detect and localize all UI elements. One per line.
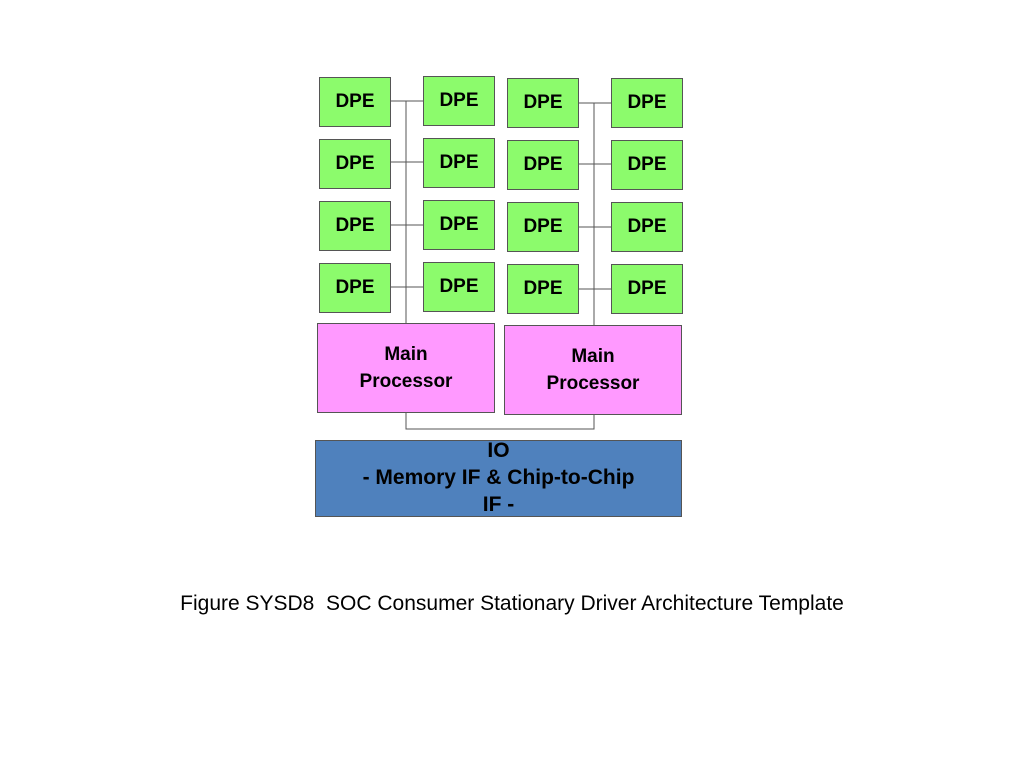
main-processor-right: Main Processor [504, 325, 682, 415]
dpe-left-r3-c1: DPE [319, 201, 391, 251]
main-processor-left: Main Processor [317, 323, 495, 413]
dpe-right-r3-c2: DPE [611, 202, 683, 252]
io-line3: IF - [482, 493, 515, 516]
processor-left-line2: Processor [359, 371, 453, 392]
dpe-left-r1-c2: DPE [423, 76, 495, 126]
dpe-right-r4-c2: DPE [611, 264, 683, 314]
dpe-right-r3-c1: DPE [507, 202, 579, 252]
dpe-left-r3-c2: DPE [423, 200, 495, 250]
dpe-left-r4-c1: DPE [319, 263, 391, 313]
processor-right-line2: Processor [546, 373, 640, 394]
processor-left-line1: Main [384, 344, 428, 365]
io-block: IO - Memory IF & Chip-to-Chip IF - [315, 439, 682, 517]
dpe-left-r2-c1: DPE [319, 139, 391, 189]
io-title: IO [487, 439, 510, 462]
dpe-right-r1-c1: DPE [507, 78, 579, 128]
processor-right-line1: Main [571, 346, 615, 367]
dpe-right-r4-c1: DPE [507, 264, 579, 314]
dpe-right-r2-c2: DPE [611, 140, 683, 190]
dpe-right-r1-c2: DPE [611, 78, 683, 128]
dpe-left-r2-c2: DPE [423, 138, 495, 188]
dpe-right-r2-c1: DPE [507, 140, 579, 190]
figure-caption: Figure SYSD8 SOC Consumer Stationary Dri… [180, 592, 844, 615]
dpe-left-r1-c1: DPE [319, 77, 391, 127]
io-line2: - Memory IF & Chip-to-Chip [362, 466, 635, 489]
processor-io-bracket [405, 412, 595, 430]
dpe-left-r4-c2: DPE [423, 262, 495, 312]
